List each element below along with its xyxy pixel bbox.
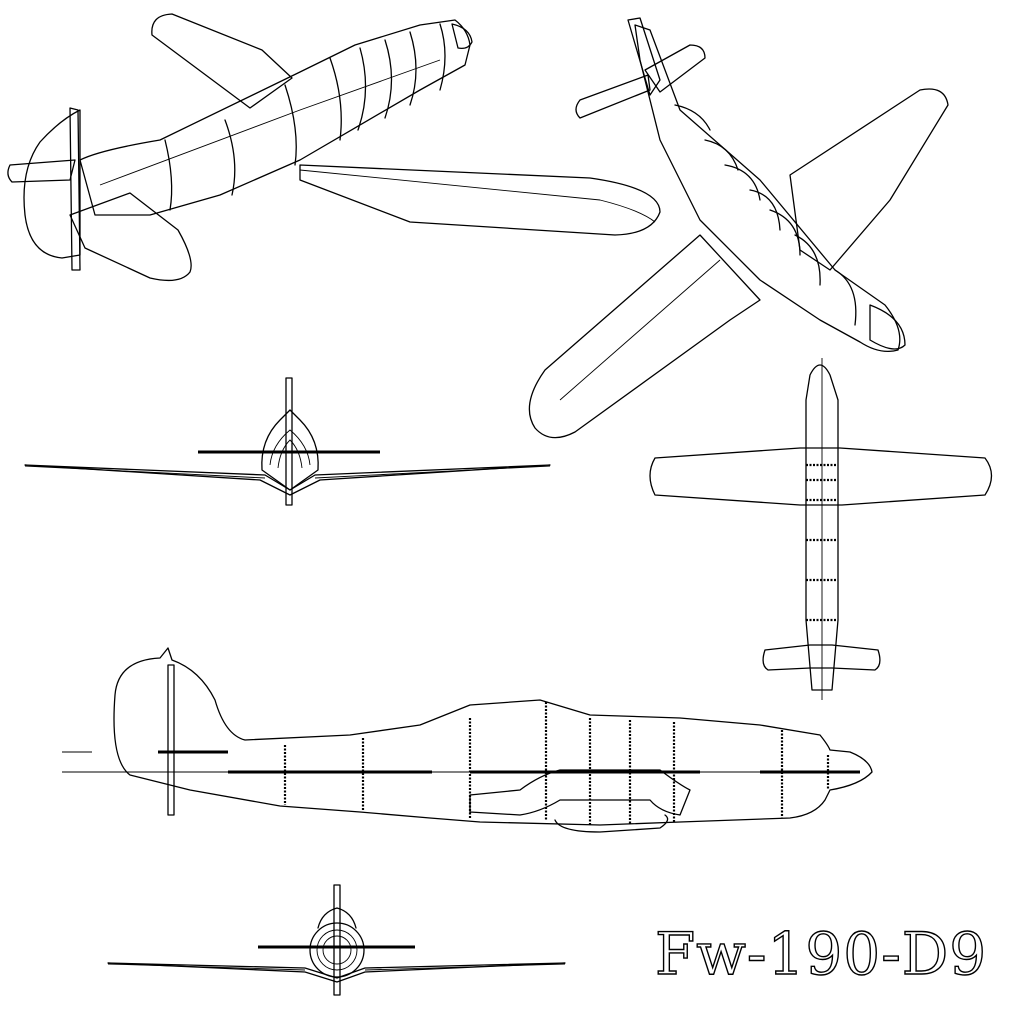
aircraft-title: Fw-190-D9 — [654, 919, 988, 988]
